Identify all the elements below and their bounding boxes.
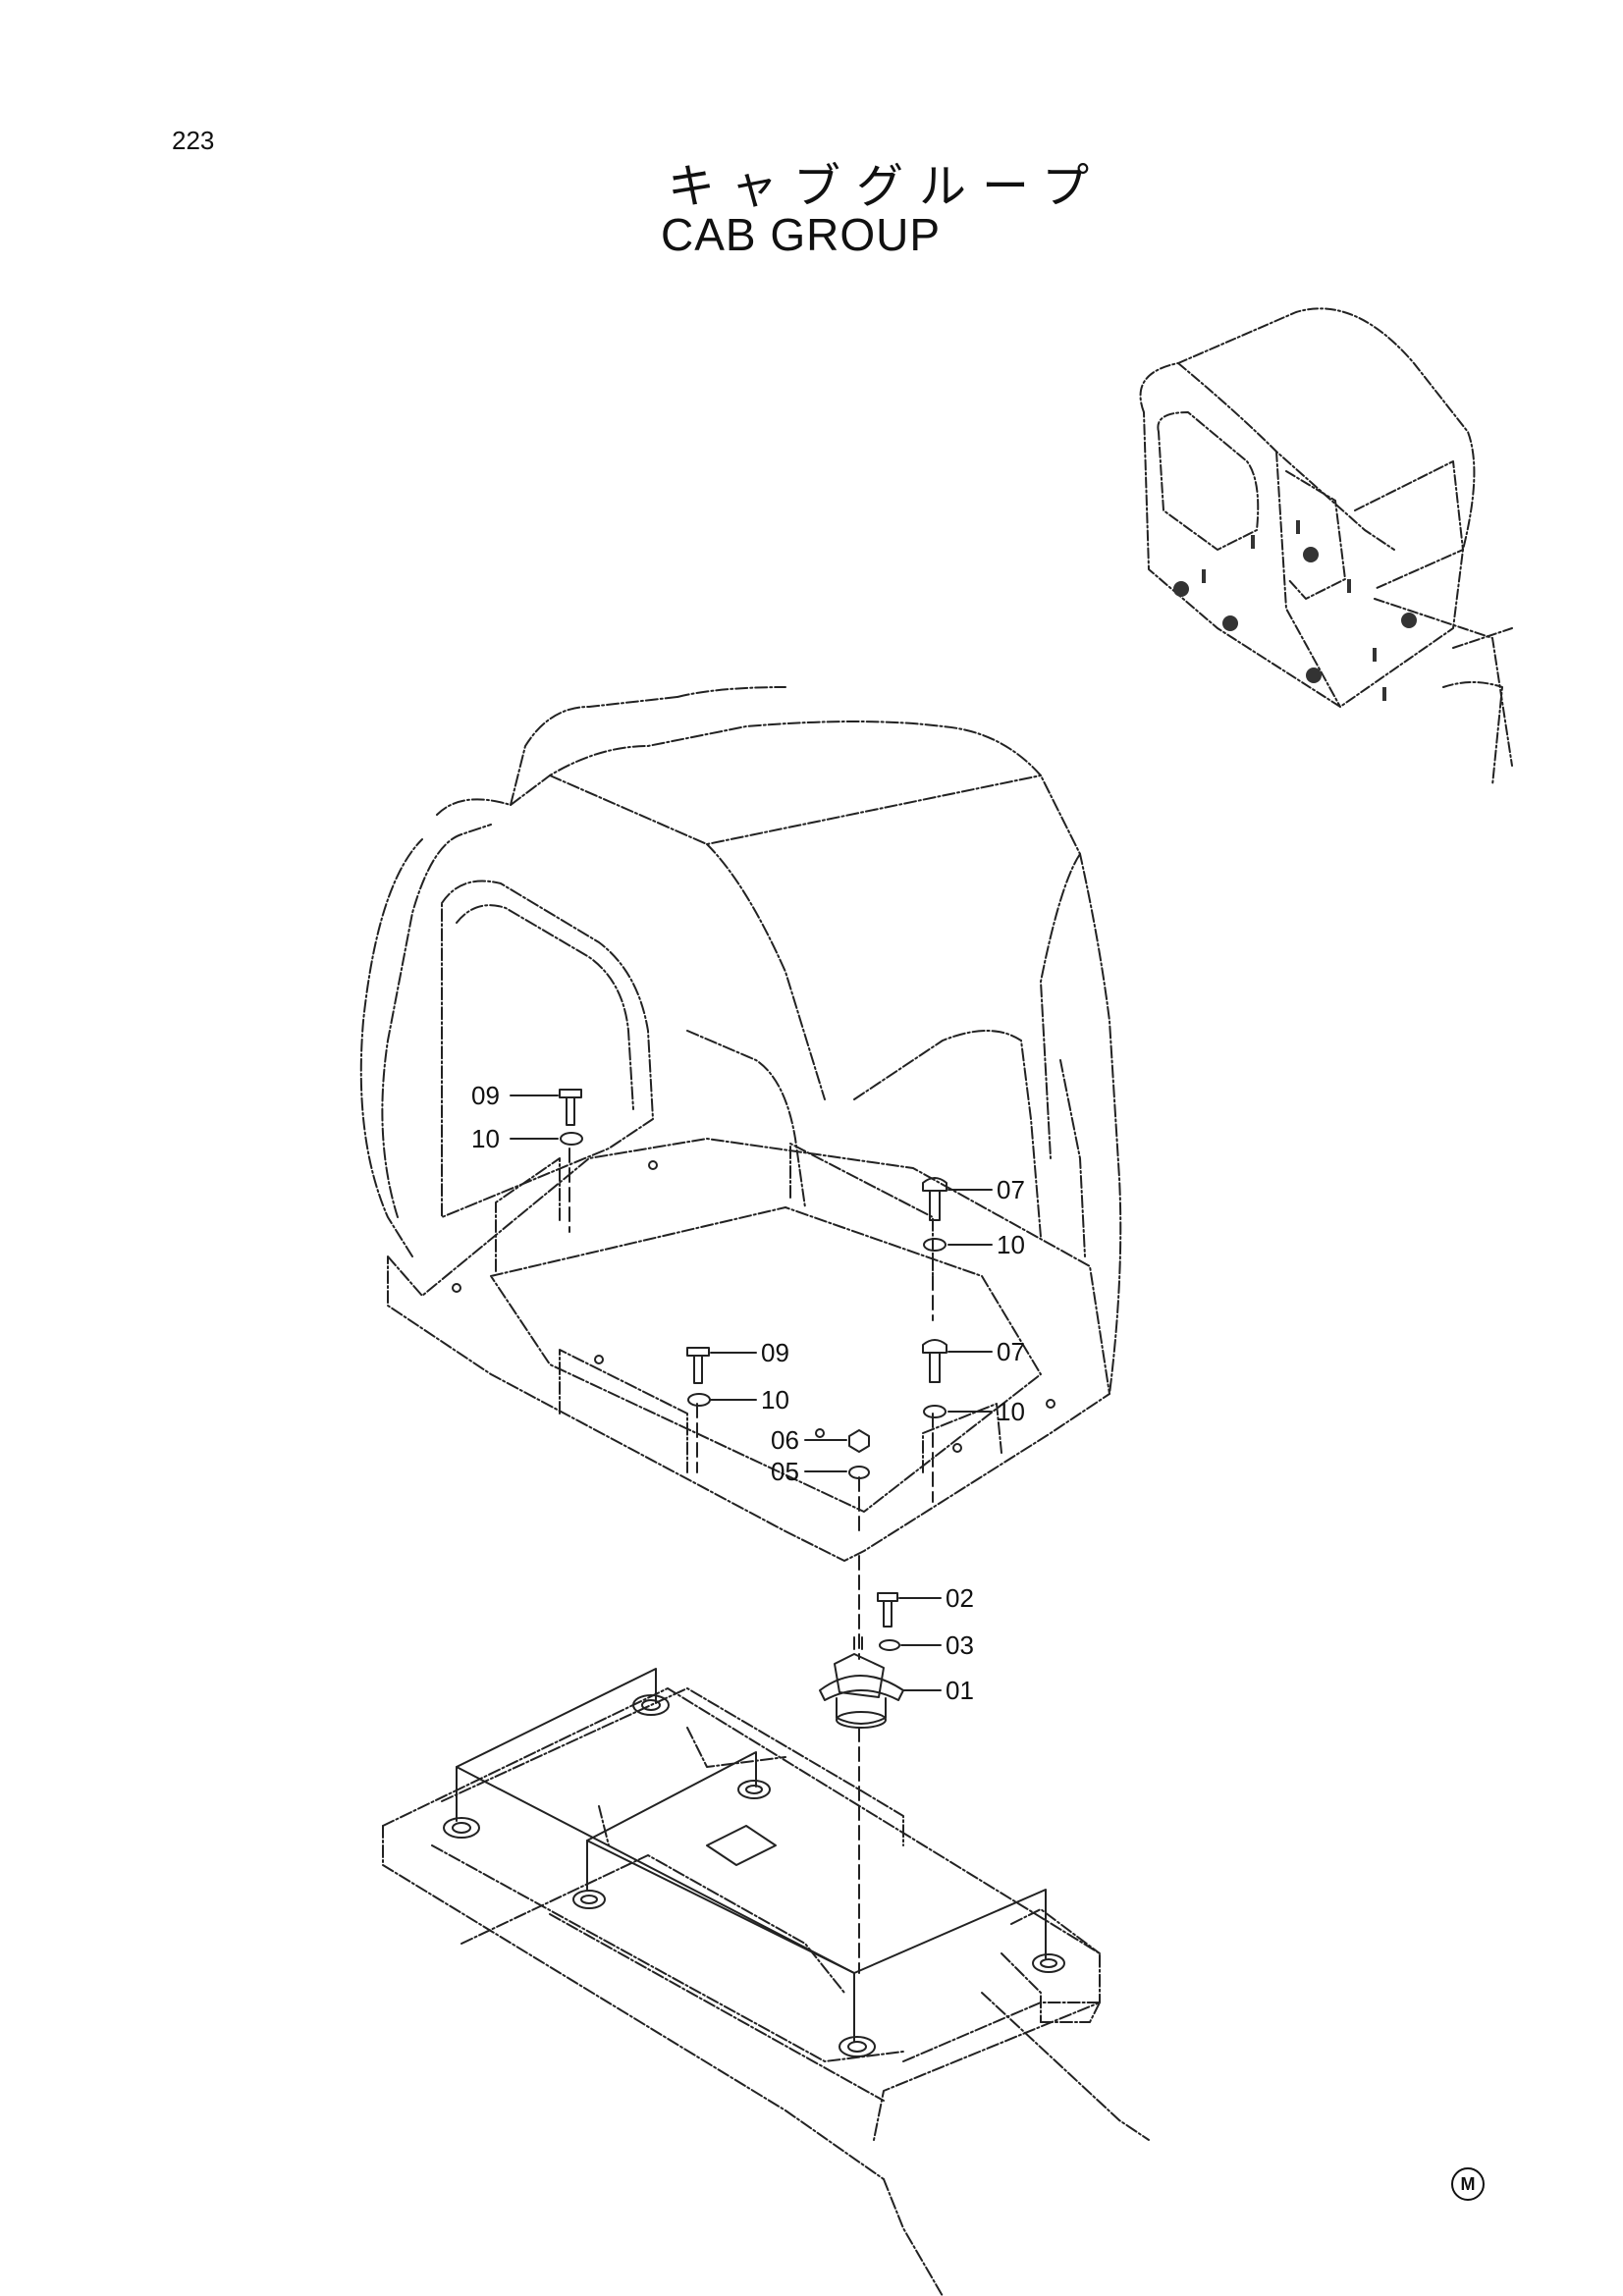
base-frame-outline-solid [456,1668,1047,2043]
callout-c6: 10 [761,1385,789,1415]
inset-cab-view [1139,307,1513,786]
title-english: CAB GROUP [661,209,942,260]
callout-c11: 02 [946,1583,974,1613]
callout-c13: 01 [946,1676,974,1705]
callout-c5: 09 [761,1338,789,1367]
base-frame-holes [443,1694,1065,2057]
base-frame [382,1687,1150,2296]
revision-mark-letter: M [1460,2173,1476,2194]
callout-c12: 03 [946,1630,974,1660]
callout-c10: 05 [771,1457,799,1486]
floor-holes [452,1160,1055,1453]
inset-cab-mounts [1173,520,1417,701]
title-japanese: キャブグループ [668,159,1106,214]
callout-c2: 10 [471,1124,500,1153]
main-cab-body [359,686,1122,1562]
callout-c1: 09 [471,1081,500,1110]
callout-c8: 10 [997,1397,1025,1426]
page-number: 223 [172,126,215,155]
part-labels: 09 10 07 10 09 10 07 10 06 05 02 03 01 [471,1081,1025,1705]
revision-mark: M [1451,2167,1485,2201]
callout-leaders [510,1095,993,1691]
callout-c9: 06 [771,1425,799,1455]
leader-lines [568,1148,934,1974]
fasteners [559,1089,947,1729]
callout-c7: 07 [997,1337,1025,1366]
callout-c3: 07 [997,1175,1025,1204]
callout-c4: 10 [997,1230,1025,1259]
